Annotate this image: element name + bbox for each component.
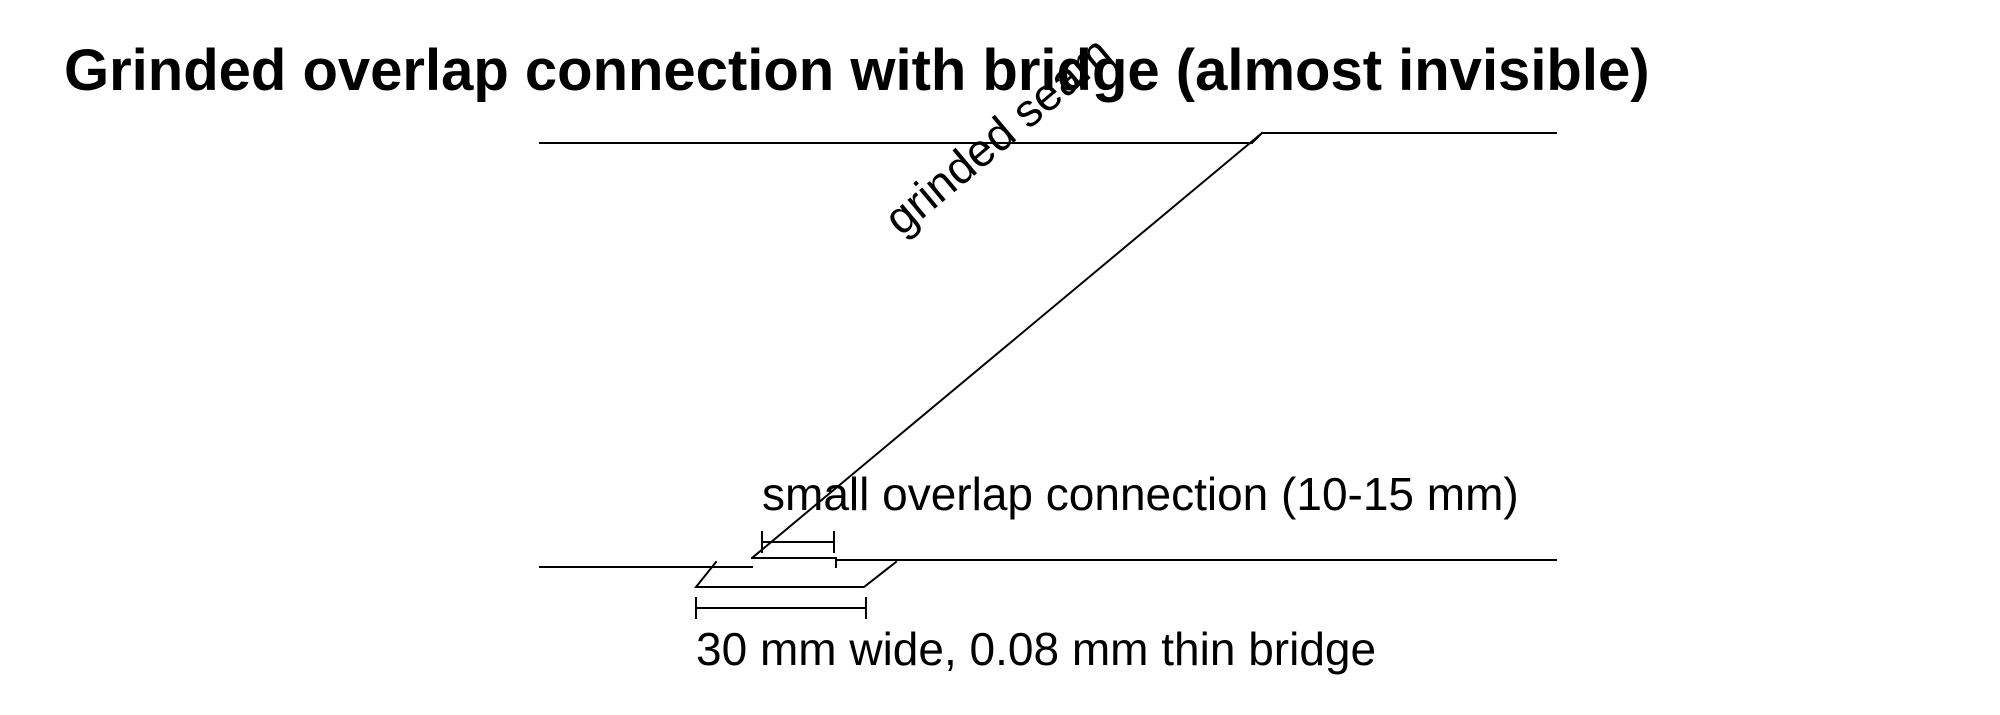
grinded-seam-line bbox=[750, 131, 1264, 560]
grinded-seam-edge bbox=[1250, 131, 1264, 145]
bridge-outline bbox=[693, 560, 898, 588]
seam-label: grinded seam bbox=[874, 26, 1121, 245]
overlap-label: small overlap connection (10-15 mm) bbox=[762, 468, 1519, 520]
diagram-title: Grinded overlap connection with bridge (… bbox=[64, 38, 1650, 103]
bridge-label: 30 mm wide, 0.08 mm thin bridge bbox=[696, 623, 1376, 675]
